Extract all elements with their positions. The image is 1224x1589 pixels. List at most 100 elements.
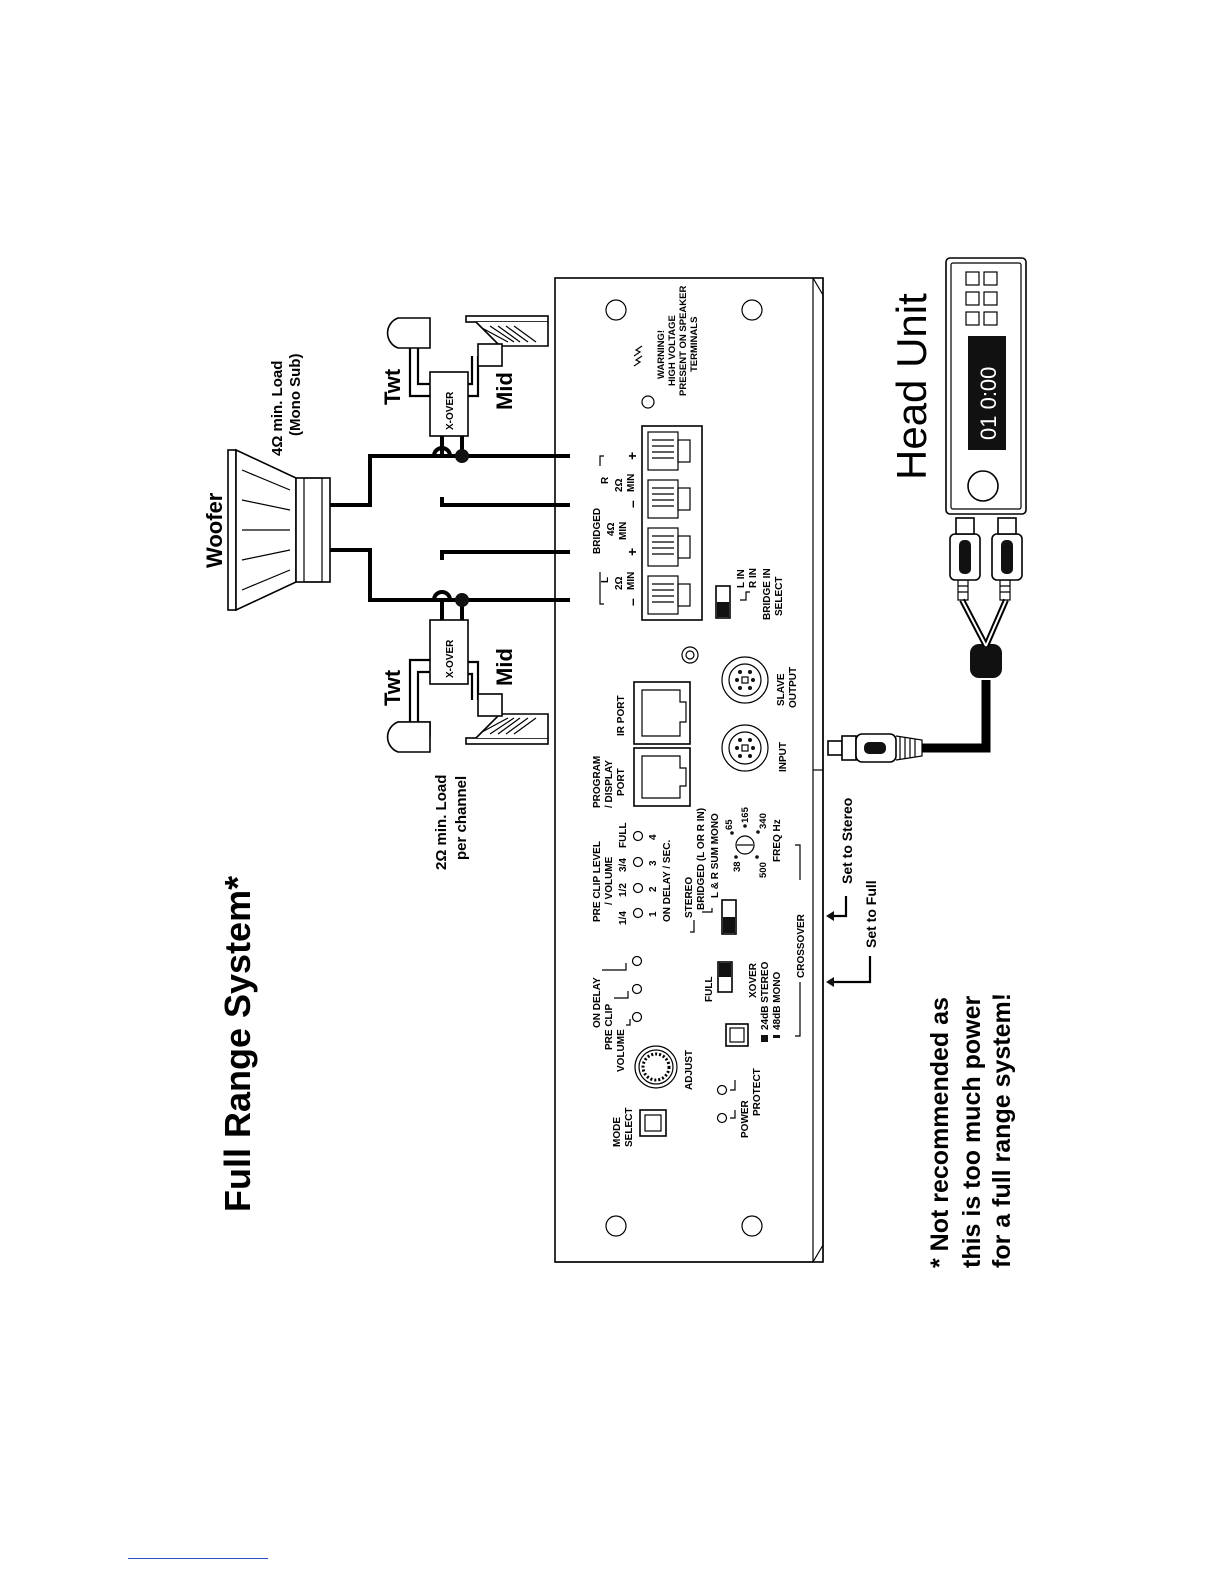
footnote-line-2: this is too much power (958, 995, 986, 1268)
freq-label: 165 (740, 806, 751, 823)
terminal-plus: + (624, 452, 640, 460)
freq-label: 500 (758, 862, 769, 878)
slave-output-label: OUTPUT (788, 667, 799, 708)
level-label: 3/4 (618, 858, 629, 872)
mid-right-label: Mid (492, 372, 517, 410)
terminal-right-min: 2Ω (614, 478, 625, 492)
mode-select-button[interactable] (639, 1109, 667, 1137)
warning-text: WARNING! HIGH VOLTAGE PRESENT ON SPEAKER… (656, 286, 700, 396)
speaker-terminal[interactable] (647, 479, 691, 519)
head-unit-volume-knob[interactable] (967, 470, 999, 502)
level-led-icon (632, 830, 644, 842)
footnote-line-1: * Not recommended as (926, 997, 954, 1268)
delay-number: 3 (648, 860, 659, 866)
bridge-label: BRIDGE IN (762, 568, 773, 620)
speaker-terminal[interactable] (647, 431, 691, 471)
warning-led-icon (641, 395, 655, 409)
bridge-label: SELECT (774, 577, 785, 616)
ir-port[interactable] (633, 681, 691, 745)
preclip-heading: PRE CLIP LEVEL (592, 841, 603, 922)
delay-numbers: 1 2 3 4 (648, 834, 659, 917)
terminal-left-min: 2Ω (614, 576, 625, 590)
delay-number: 1 (648, 911, 659, 917)
warning-line: WARNING! (656, 330, 667, 379)
frequency-dial[interactable] (735, 835, 755, 855)
terminal-labels: – + – + L 2Ω MIN BRIDGED 4Ω MIN R 2Ω MIN (592, 452, 640, 606)
preset-button[interactable] (983, 291, 998, 306)
high-voltage-icon (633, 345, 643, 367)
ondelay-led-icon (631, 955, 643, 967)
preset-button[interactable] (965, 311, 980, 326)
ir-port-label: IR PORT (616, 695, 627, 736)
mode-label-bridged: BRIDGED (L OR R IN) (696, 808, 707, 910)
crossover-left (429, 619, 469, 685)
knob-label-ondelay: ON DELAY (592, 977, 603, 1028)
power-led-icon (716, 1112, 728, 1124)
terminal-bridged-min: 4Ω (606, 522, 617, 536)
freq-unit-label: FREQ Hz (772, 819, 783, 862)
input-jack[interactable] (721, 724, 769, 772)
mounting-hole (605, 299, 627, 321)
volume-adjust-knob[interactable] (634, 1045, 678, 1089)
rca-plug (991, 517, 1023, 601)
speaker-wiring (330, 436, 570, 620)
speaker-terminal[interactable] (647, 575, 691, 615)
freq-label: 340 (758, 813, 769, 829)
set-to-stereo-arrow (830, 896, 848, 918)
status-led-icon (681, 646, 699, 664)
slave-output-label: SLAVE (776, 673, 787, 706)
speaker-terminal-block (641, 425, 703, 621)
protect-led-icon (716, 1084, 728, 1096)
level-label: FULL (618, 822, 629, 848)
mounting-hole (741, 299, 763, 321)
channel-load-label: per channel (453, 776, 470, 860)
tweeter-right-label: Twt (380, 368, 405, 405)
mode-label-sum: L & R SUM MONO (710, 813, 721, 898)
warning-line: TERMINALS (689, 317, 700, 372)
set-to-full-label: Set to Full (863, 880, 879, 948)
speaker-terminal[interactable] (647, 527, 691, 567)
freq-label: 38 (732, 861, 743, 872)
program-display-port[interactable] (633, 747, 691, 807)
knob-label-preclip: PRE CLIP (604, 1004, 615, 1050)
slave-output-jack[interactable] (721, 656, 769, 704)
terminal-minus: – (624, 598, 640, 606)
amplifier: MODE SELECT POWER PROTECT ADJUST VOLUME … (554, 277, 824, 1263)
level-led-icon (632, 907, 644, 919)
preset-button[interactable] (983, 271, 998, 286)
warning-line: HIGH VOLTAGE (667, 315, 678, 386)
cable-plug-tip (827, 740, 843, 756)
mounting-hole (605, 1215, 627, 1237)
preclip-heading: / VOLUME (604, 856, 615, 905)
terminal-right-label: R (600, 476, 611, 484)
preset-button[interactable] (965, 291, 980, 306)
head-unit-label: Head Unit (888, 293, 935, 480)
preset-button[interactable] (983, 311, 998, 326)
channel-load-label: 2Ω min. Load (433, 775, 450, 870)
terminal-bridged-label: BRIDGED (592, 508, 603, 554)
crossover-left-label: X-OVER (445, 639, 456, 678)
diagram-title: Full Range System* (217, 876, 258, 1212)
terminal-left-min: MIN (626, 572, 637, 590)
crossover-right-label: X-OVER (445, 391, 456, 430)
crossover-right (429, 371, 469, 437)
tweeter-left (386, 721, 431, 753)
footer-link-underline[interactable] (128, 1558, 268, 1559)
delay-number: 4 (648, 834, 659, 840)
delay-label: ON DELAY / SEC. (662, 840, 673, 922)
preset-button[interactable] (965, 271, 980, 286)
terminal-bridged-min: MIN (618, 522, 629, 540)
program-port-label: / DISPLAY (604, 760, 615, 808)
head-unit: 01 0:00 (945, 257, 1027, 515)
input-label: INPUT (778, 742, 789, 772)
footnote: * Not recommended as this is too much po… (926, 993, 1016, 1268)
slope-button[interactable] (725, 1023, 749, 1047)
level-led-icon (632, 856, 644, 868)
terminal-plus: + (624, 548, 640, 556)
mode-select-label: MODE (612, 1117, 623, 1147)
rca-plug (949, 517, 981, 601)
level-labels: 1/4 1/2 3/4 FULL (618, 822, 629, 925)
warning-line: PRESENT ON SPEAKER (678, 286, 689, 396)
